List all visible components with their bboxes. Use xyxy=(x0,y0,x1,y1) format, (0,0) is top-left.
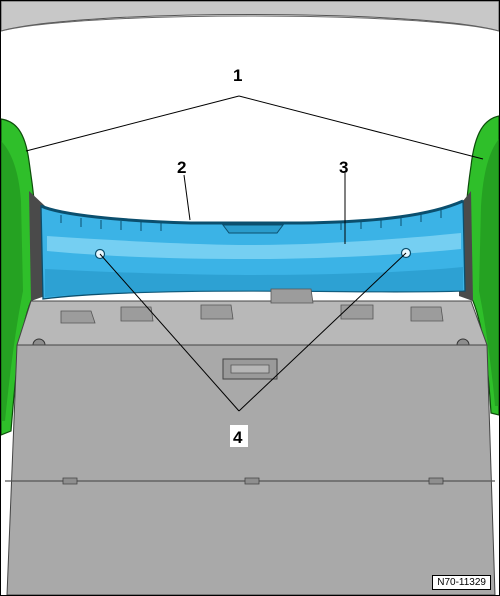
luggage-floor xyxy=(6,344,496,595)
roof-inner-edge xyxy=(1,15,499,32)
trim-upper-ribs xyxy=(60,209,442,231)
trim-latch-recess xyxy=(222,224,284,234)
leader-1-left xyxy=(25,95,240,152)
leader-2 xyxy=(183,174,191,221)
leader-4-right xyxy=(238,252,407,412)
left-side-panel-shade xyxy=(1,141,23,421)
callout-1: 1 xyxy=(233,66,242,85)
rear-trim-panel-highlight xyxy=(47,233,461,259)
right-side-panel-shade xyxy=(479,139,499,406)
sill-details xyxy=(60,288,444,324)
trim-upper-edge xyxy=(40,199,464,225)
leader-1-right xyxy=(238,95,484,160)
callout-4: 4 xyxy=(233,428,243,447)
reference-code: N70-11329 xyxy=(432,575,491,590)
leader-4-left xyxy=(99,253,240,412)
floor-handle-grip xyxy=(230,364,270,374)
leader-lines xyxy=(25,95,484,412)
callout-3: 3 xyxy=(339,158,348,177)
rear-trim-panel-shadow xyxy=(45,267,463,297)
floor-seam-clips xyxy=(62,477,444,485)
callout-2: 2 xyxy=(177,158,186,177)
callout-4-box xyxy=(230,425,248,447)
